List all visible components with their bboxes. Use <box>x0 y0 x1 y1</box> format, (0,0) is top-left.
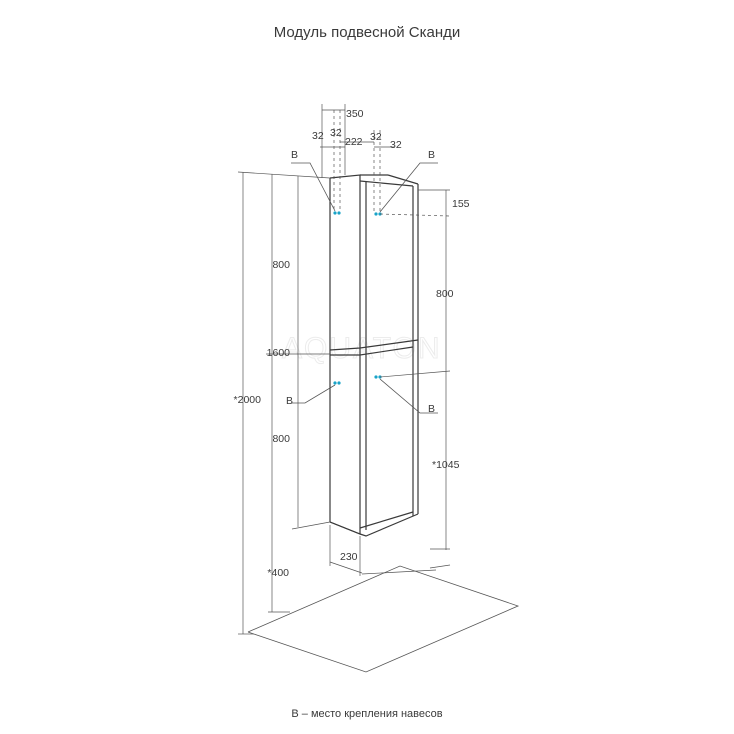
mount-point <box>333 381 337 385</box>
mount-label-top-right: В <box>428 149 435 161</box>
mount-point <box>337 211 341 215</box>
dim-section-height: 1600 <box>267 347 291 359</box>
mount-label-top-left: В <box>291 149 298 161</box>
mount-point <box>374 212 378 216</box>
left-dimension-lines <box>237 171 331 635</box>
legend-caption: В – место крепления навесов <box>291 708 443 720</box>
mount-callouts <box>291 162 438 414</box>
cabinet-body <box>329 174 419 537</box>
dim-offset-left-2: 32 <box>330 127 342 139</box>
dim-top-offset: 155 <box>452 198 470 210</box>
mount-point <box>333 211 337 215</box>
drawing-title: Модуль подвесной Сканди <box>273 24 461 41</box>
dim-upper-section-right: 800 <box>436 288 454 300</box>
dim-upper-section: 800 <box>272 259 290 271</box>
dim-depth: 230 <box>340 551 358 563</box>
dim-floor-clearance: *400 <box>267 567 289 579</box>
mount-label-bottom-left: В <box>286 395 293 407</box>
dim-offset-right-2: 32 <box>390 139 402 151</box>
watermark: AQUATON <box>282 332 442 365</box>
mount-point <box>374 375 378 379</box>
mount-label-bottom-right: В <box>428 403 435 415</box>
floor-plane <box>247 565 520 673</box>
dim-total-height: *2000 <box>234 394 262 406</box>
dim-top-width: 350 <box>346 108 364 120</box>
dim-offset-left-1: 32 <box>312 130 324 142</box>
dim-lower-mount-height: *1045 <box>432 459 460 471</box>
dim-lower-section: 800 <box>272 433 290 445</box>
top-dimension-lines <box>320 104 395 212</box>
dim-hole-spacing: 222 <box>345 136 363 148</box>
dim-offset-right-1: 32 <box>370 131 382 143</box>
depth-dimension-lines <box>329 525 437 576</box>
mount-point <box>337 381 341 385</box>
right-dimension-lines <box>379 189 451 569</box>
